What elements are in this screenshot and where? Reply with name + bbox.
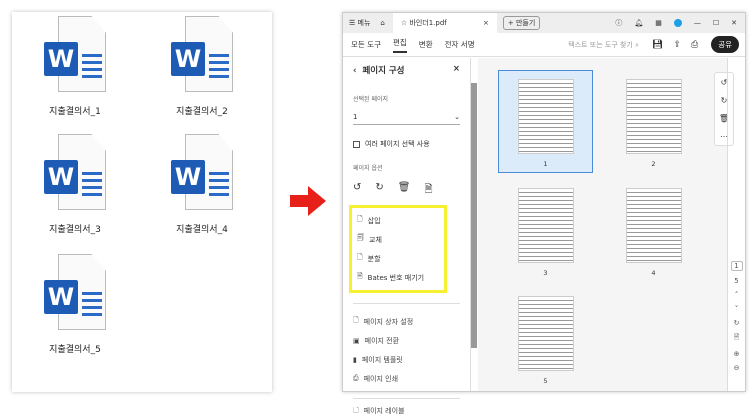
page-icon[interactable]: 🗎 bbox=[733, 333, 740, 341]
split-page-icon: 🗋 bbox=[357, 253, 363, 261]
home-icon[interactable]: ⌂ bbox=[380, 19, 385, 27]
prev-page-icon[interactable]: ˄ bbox=[734, 291, 739, 299]
label-icon: 🗋 bbox=[353, 407, 359, 414]
minimize-button[interactable]: — bbox=[693, 19, 701, 27]
highlighted-options: 🗋삽입 🗐교체 🗋분할 🗎Bates 번호 매기기 bbox=[349, 205, 447, 293]
next-page-icon[interactable]: ˅ bbox=[734, 305, 739, 313]
rotate-left-icon[interactable]: ↺ bbox=[353, 182, 362, 193]
page-options-label: 페이지 옵션 bbox=[353, 165, 383, 172]
page-label-option[interactable]: 🗋페이지 레이블 bbox=[353, 407, 405, 415]
pdf-editor-window: ☰ 메뉴 ⌂ ☆ 바인더1.pdf× + 만들기 ⓘ 🔔︎ ▦ — ☐ ✕ 모든 도구 편… bbox=[342, 12, 746, 415]
page-navigation-rail: 1 5 ˄ ˅ ↻ 🗎 ⊕ ⊖ bbox=[727, 58, 745, 391]
close-tab-icon[interactable]: × bbox=[482, 19, 489, 27]
rotate-right-icon[interactable]: ↻ bbox=[720, 95, 728, 105]
upload-icon[interactable]: ⇪ bbox=[673, 39, 681, 50]
extract-page-icon[interactable]: 🗎 bbox=[424, 184, 433, 195]
share-button[interactable]: 공유 bbox=[711, 36, 739, 53]
page-transition-option[interactable]: ▣페이지 전환 bbox=[353, 336, 400, 345]
more-icon[interactable]: ⋯ bbox=[720, 131, 728, 141]
chevron-down-icon: ⌄ bbox=[454, 113, 460, 121]
page-thumbnail[interactable]: 2 bbox=[606, 79, 701, 168]
organize-pages-panel: ‹ 페이지 구성 × 선택된 페이지 1⌄ 여러 페이지 선택 사용 페이지 옵션… bbox=[343, 58, 471, 415]
page-thumbnail[interactable]: 1 bbox=[498, 70, 593, 173]
tab-convert[interactable]: 변환 bbox=[418, 40, 433, 49]
transition-icon: ▣ bbox=[353, 336, 360, 345]
file-name: 지출결의서_2 bbox=[176, 107, 228, 117]
tool-search-input[interactable]: 텍스트 또는 도구 찾기 ⌕ bbox=[568, 40, 639, 49]
trash-icon[interactable]: 🗑︎ bbox=[718, 113, 730, 123]
replace-option[interactable]: 🗐교체 bbox=[357, 234, 382, 244]
zoom-in-icon[interactable]: ⊕ bbox=[733, 350, 740, 358]
file-name: 지출결의서_4 bbox=[176, 225, 228, 235]
total-pages: 5 bbox=[734, 277, 739, 285]
help-icon[interactable]: ⓘ bbox=[615, 19, 623, 27]
rotate-left-icon[interactable]: ↺ bbox=[720, 77, 728, 87]
word-doc-icon: W bbox=[44, 16, 106, 92]
page-thumbnail[interactable]: 3 bbox=[498, 188, 593, 277]
main-toolbar: 모든 도구 편집 변환 전자 서명 텍스트 또는 도구 찾기 ⌕ 💾︎ ⇪ ⎙ 공유 bbox=[343, 33, 745, 57]
tab-all-tools[interactable]: 모든 도구 bbox=[351, 40, 381, 49]
tab-esign[interactable]: 전자 서명 bbox=[444, 40, 475, 49]
page-box-option[interactable]: 🗋페이지 상자 설정 bbox=[353, 316, 414, 326]
file-item[interactable]: W 지출결의서_5 bbox=[20, 254, 130, 355]
tab-edit[interactable]: 편집 bbox=[392, 37, 407, 53]
page-thumbnail[interactable]: 5 bbox=[498, 296, 593, 385]
file-item[interactable]: W 지출결의서_2 bbox=[147, 16, 257, 117]
file-explorer-panel: W 지출결의서_1 W 지출결의서_2 W 지출결의서_3 W 지출결의서_4 W 지출결… bbox=[12, 12, 272, 392]
bates-option[interactable]: 🗎Bates 번호 매기기 bbox=[357, 272, 425, 282]
current-page-input[interactable]: 1 bbox=[730, 261, 743, 271]
multi-select-checkbox[interactable]: 여러 페이지 선택 사용 bbox=[353, 139, 460, 149]
print-icon[interactable]: ⎙ bbox=[690, 39, 699, 50]
menu-button[interactable]: ☰ 메뉴 bbox=[349, 19, 371, 27]
replace-page-icon: 🗐 bbox=[357, 234, 364, 242]
page-template-option[interactable]: ▮페이지 템플릿 bbox=[353, 355, 403, 364]
new-tab-button[interactable]: + 만들기 bbox=[502, 16, 541, 30]
word-doc-icon: W bbox=[44, 134, 106, 210]
zoom-out-icon[interactable]: ⊖ bbox=[733, 364, 740, 372]
document-tab[interactable]: ☆ 바인더1.pdf× bbox=[392, 13, 497, 33]
word-doc-icon: W bbox=[171, 134, 233, 210]
rotate-right-icon[interactable]: ↻ bbox=[375, 182, 384, 193]
close-window-button[interactable]: ✕ bbox=[731, 19, 737, 27]
back-icon[interactable]: ‹ bbox=[353, 66, 357, 76]
word-doc-icon: W bbox=[171, 16, 233, 92]
tab-bar: ☰ 메뉴 ⌂ ☆ 바인더1.pdf× + 만들기 ⓘ 🔔︎ ▦ — ☐ ✕ bbox=[343, 13, 745, 33]
file-item[interactable]: W 지출결의서_4 bbox=[147, 134, 257, 235]
trash-icon[interactable]: 🗑︎ bbox=[397, 182, 411, 193]
panel-scrollbar[interactable] bbox=[471, 83, 477, 348]
save-icon[interactable]: 💾︎ bbox=[652, 39, 664, 50]
right-arrow-icon bbox=[290, 186, 326, 216]
avatar[interactable] bbox=[673, 19, 682, 27]
print-icon: ⎙ bbox=[353, 374, 359, 382]
page-thumbnail[interactable]: 4 bbox=[606, 188, 701, 277]
file-name: 지출결의서_5 bbox=[49, 345, 101, 355]
page-print-option[interactable]: ⎙페이지 인쇄 bbox=[353, 374, 399, 383]
file-item[interactable]: W 지출결의서_1 bbox=[20, 16, 130, 117]
file-item[interactable]: W 지출결의서_3 bbox=[20, 134, 130, 235]
close-panel-icon[interactable]: × bbox=[452, 64, 460, 74]
insert-page-icon: 🗋 bbox=[357, 215, 363, 223]
bell-icon[interactable]: 🔔︎ bbox=[634, 19, 644, 27]
page-thumbnails-area: 1 ↺ ↻ 🗑︎ ⋯ 2 3 4 5 bbox=[478, 58, 734, 391]
file-name: 지출결의서_3 bbox=[49, 225, 101, 235]
page-box-icon: 🗋 bbox=[353, 316, 359, 324]
split-option[interactable]: 🗋분할 bbox=[357, 253, 381, 263]
insert-option[interactable]: 🗋삽입 bbox=[357, 215, 381, 225]
maximize-button[interactable]: ☐ bbox=[712, 19, 720, 27]
apps-grid-icon[interactable]: ▦ bbox=[655, 19, 662, 27]
word-doc-icon: W bbox=[44, 254, 106, 330]
selected-pages-dropdown[interactable]: 1⌄ bbox=[353, 113, 460, 125]
file-name: 지출결의서_1 bbox=[49, 107, 101, 117]
template-icon: ▮ bbox=[353, 355, 357, 364]
rotate-view-icon[interactable]: ↻ bbox=[733, 319, 740, 327]
star-icon[interactable]: ☆ bbox=[400, 19, 408, 27]
bates-icon: 🗎 bbox=[357, 272, 363, 280]
thumbnail-toolbar: ↺ ↻ 🗑︎ ⋯ bbox=[714, 72, 734, 146]
selected-pages-label: 선택된 페이지 bbox=[353, 96, 389, 103]
panel-title: 페이지 구성 bbox=[362, 66, 405, 76]
search-icon: ⌕ bbox=[635, 40, 639, 49]
